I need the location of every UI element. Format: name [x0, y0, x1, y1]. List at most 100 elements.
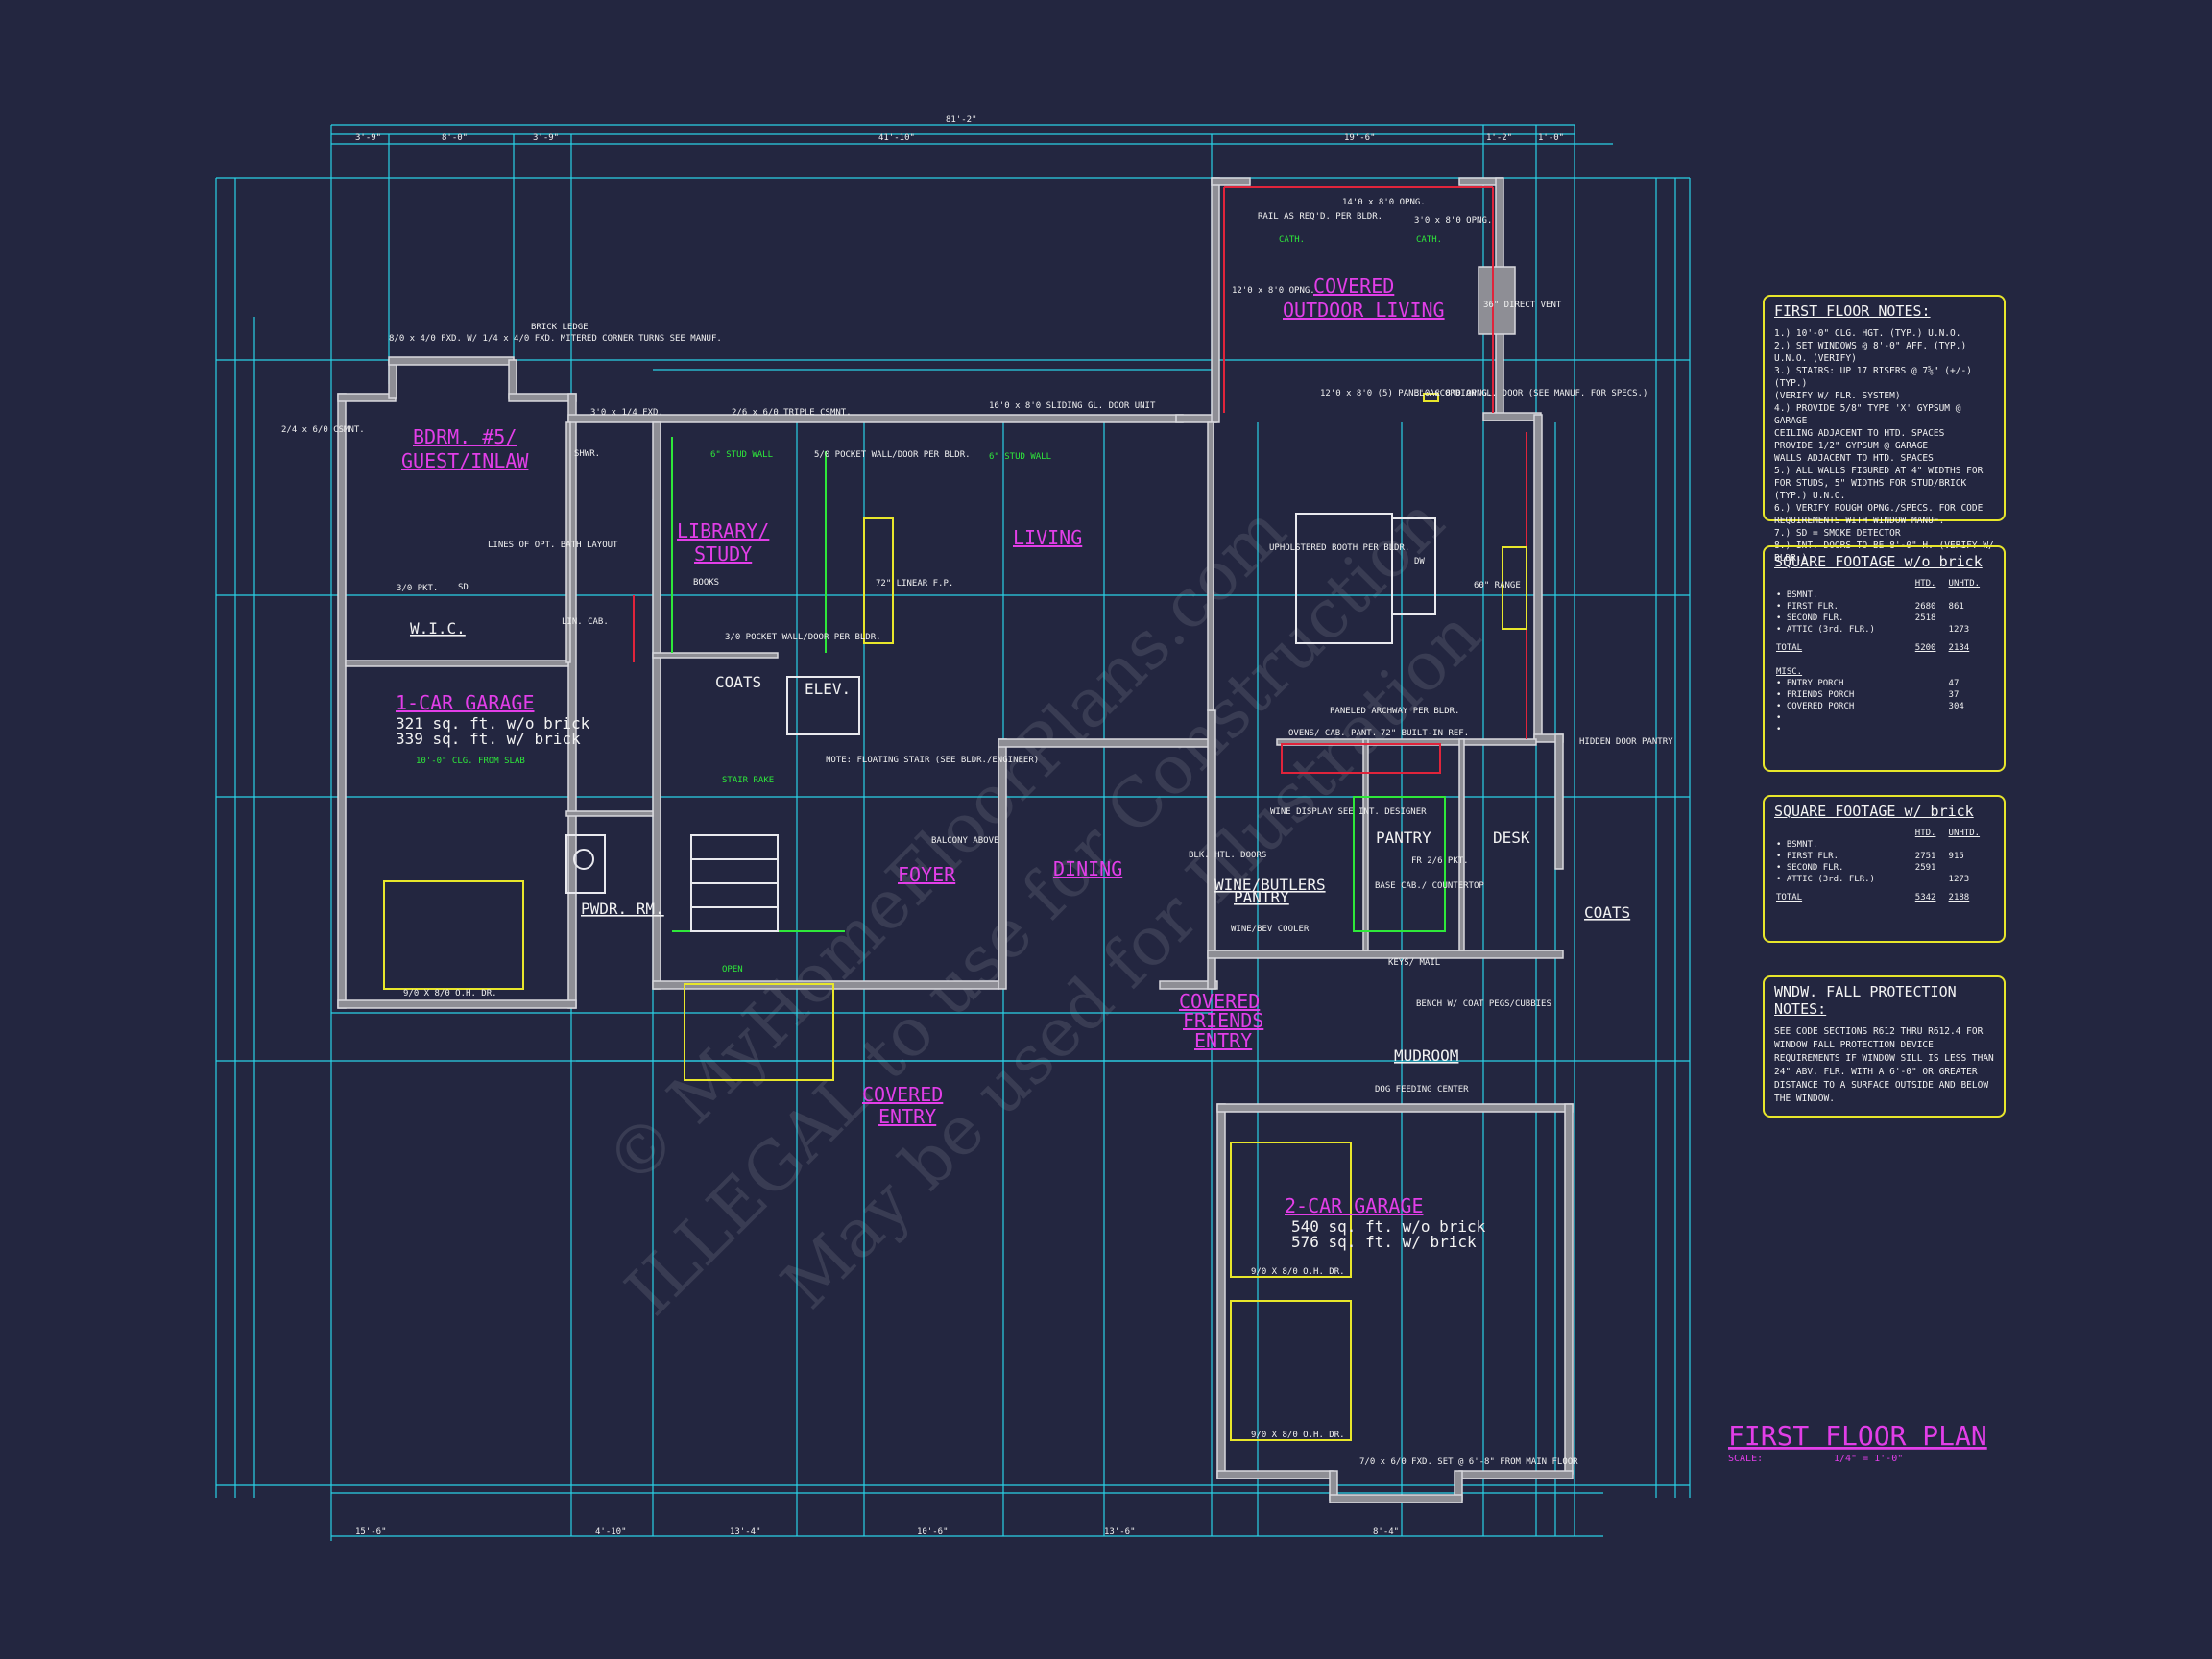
sqft-with-brick: SQUARE FOOTAGE w/ brick HTD.UNHTD. • BSM…	[1763, 795, 2006, 943]
wall-dining-top	[998, 738, 1211, 748]
room-bedroom5-2: GUEST/INLAW	[401, 449, 529, 472]
wall-bay-top	[388, 356, 515, 366]
room-library-1: LIBRARY/	[677, 519, 769, 542]
note-mitered: 8/0 x 4/0 FXD. W/ 1/4 x 4/0 FXD. MITERED…	[389, 334, 722, 344]
room-wine-2: PANTRY	[1234, 888, 1289, 906]
note-lin: LIN. CAB.	[562, 617, 609, 627]
garage2-door-upper	[1230, 1142, 1352, 1278]
misc-row-label: •	[1776, 725, 1782, 734]
total-label: TOTAL	[1776, 643, 1803, 653]
room-powder: PWDR. RM.	[581, 900, 664, 918]
wall-garage2-bottom2	[1458, 1470, 1574, 1479]
misc-row-label: •	[1776, 713, 1782, 723]
garage2-sqft-2: 576 sq. ft. w/ brick	[1291, 1233, 1477, 1251]
note-opng4: 3'0 x 8'0 OPNG.	[1414, 389, 1492, 398]
note-ftr: 7/0 x 6/0 FXD. SET @ 6'-8" FROM MAIN FLO…	[1359, 1457, 1578, 1467]
note-hidden-door: HIDDEN DOOR PANTRY	[1579, 737, 1673, 747]
misc-row-val: 304	[1948, 702, 1964, 711]
note-pocket: 5/0 POCKET WALL/DOOR PER BLDR.	[814, 450, 971, 460]
row-htd	[1913, 874, 1947, 885]
room-friends-2: FRIENDS	[1183, 1009, 1263, 1032]
note-item: 6.) VERIFY ROUGH OPNG./SPECS. FOR CODE	[1774, 503, 1984, 514]
room-dining: DINING	[1053, 857, 1122, 880]
dim-b4: 10'-6"	[917, 1527, 949, 1537]
garage1-sqft-1: 321 sq. ft. w/o brick	[396, 714, 590, 733]
wall-bed-top2	[508, 393, 577, 402]
pantry-shelving	[1353, 796, 1446, 932]
room-bedroom5-1: BDRM. #5/	[413, 425, 517, 448]
room-mudroom: MUDROOM	[1394, 1046, 1458, 1065]
wall-dining-right	[1207, 709, 1216, 990]
note-open: OPEN	[722, 965, 743, 974]
misc-header: MISC.	[1774, 654, 1994, 678]
dimension-lines	[215, 124, 1691, 1541]
col-htd: HTD.	[1914, 579, 1936, 589]
note-rail: RAIL AS REQ'D. PER BLDR.	[1258, 212, 1382, 222]
note-brick-ledge: BRICK LEDGE	[531, 323, 589, 332]
note-shwr: SHWR.	[574, 449, 600, 459]
note-item: 3.) STAIRS: UP 17 RISERS @ 7⅝" (+/-) (TY…	[1774, 366, 1972, 389]
note-opng2: 3'0 x 8'0 OPNG.	[1414, 216, 1492, 226]
total-unhtd: 2134	[1948, 643, 1970, 653]
total-label: TOTAL	[1776, 893, 1803, 902]
misc-row-label: • FRIENDS PORCH	[1776, 690, 1855, 700]
wall-kitchen-right	[1533, 414, 1543, 742]
row-unhtd: 1273	[1948, 625, 1970, 635]
dim-t4: 41'-10"	[878, 133, 915, 143]
first-floor-notes-title: FIRST FLOOR NOTES:	[1774, 302, 1931, 320]
row-label: • ATTIC (3rd. FLR.)	[1776, 625, 1875, 635]
col-unhtd: UNHTD.	[1948, 829, 1981, 838]
room-wic: W.I.C.	[410, 619, 466, 637]
room-desk: DESK	[1493, 829, 1530, 847]
row-label: • BSMNT.	[1776, 840, 1818, 850]
garage2-sqft-1: 540 sq. ft. w/o brick	[1291, 1217, 1486, 1236]
note-books: BOOKS	[693, 578, 719, 588]
wall-garage1-bottom	[337, 999, 577, 1009]
room-living: LIVING	[1013, 526, 1082, 549]
row-htd	[1913, 624, 1947, 636]
room-pantry: PANTRY	[1376, 829, 1431, 847]
dim-t1: 3'-9"	[355, 133, 381, 143]
dim-t2: 8'-0"	[442, 133, 468, 143]
dimension-text: 81'-2" 3'-9" 8'-0" 3'-9" 41'-10" 19'-6" …	[355, 115, 1564, 1537]
misc-row-val: 47	[1948, 679, 1960, 688]
dim-t3: 3'-9"	[533, 133, 559, 143]
row-unhtd	[1947, 862, 1994, 874]
row-unhtd	[1947, 613, 1994, 624]
dim-t7: 1'-0"	[1538, 133, 1564, 143]
room-covered-entry-2: ENTRY	[878, 1105, 936, 1128]
note-sliding: 16'0 x 8'0 SLIDING GL. DOOR UNIT	[989, 401, 1156, 411]
misc-row-val: 37	[1948, 690, 1960, 700]
window-notes-title: WNDW. FALL PROTECTION NOTES:	[1774, 983, 1957, 1018]
wall-coats	[652, 652, 779, 659]
note-keys: KEYS/ MAIL	[1388, 958, 1440, 968]
wall-col-left	[1211, 177, 1220, 423]
linear-fireplace	[863, 517, 894, 644]
wall-garage2-right	[1564, 1103, 1574, 1475]
note-item: 2.) SET WINDOWS @ 8'-0" AFF. (TYP.) U.N.…	[1774, 341, 1967, 364]
window-fall-notes: WNDW. FALL PROTECTION NOTES: SEE CODE SE…	[1763, 975, 2006, 1118]
fireplace-outdoor	[1478, 266, 1516, 335]
scale-value: 1/4" = 1'-0"	[1834, 1454, 1903, 1464]
porch-outline	[684, 983, 834, 1081]
total-htd: 5200	[1914, 643, 1936, 653]
dim-b3: 13'-4"	[730, 1527, 761, 1537]
note-dw: DW	[1414, 557, 1425, 566]
row-unhtd: 861	[1948, 602, 1964, 612]
misc-label: MISC.	[1776, 667, 1803, 677]
accent-lines	[383, 186, 1527, 1441]
note-bench: BENCH W/ COAT PEGS/CUBBIES	[1416, 999, 1551, 1009]
room-covered-outdoor-2: OUTDOOR LIVING	[1283, 299, 1445, 322]
table-row: • SECOND FLR.2591	[1774, 862, 1994, 874]
note-item: FOR STUDS, 5" WIDTHS FOR STUD/BRICK	[1774, 478, 1967, 489]
note-fxd: 3'0 x 1/4 FXD.	[590, 408, 663, 418]
row-unhtd: 1273	[1948, 875, 1970, 884]
wall-bed-top1	[337, 393, 397, 402]
row-label: • ATTIC (3rd. FLR.)	[1776, 875, 1875, 884]
wall-dining-bottom	[1159, 980, 1218, 990]
note-pocket2: 3/0 POCKET WALL/DOOR PER BLDR.	[725, 633, 881, 642]
row-label: • FIRST FLR.	[1776, 852, 1839, 861]
table-row: • ATTIC (3rd. FLR.) 1273	[1774, 624, 1994, 636]
